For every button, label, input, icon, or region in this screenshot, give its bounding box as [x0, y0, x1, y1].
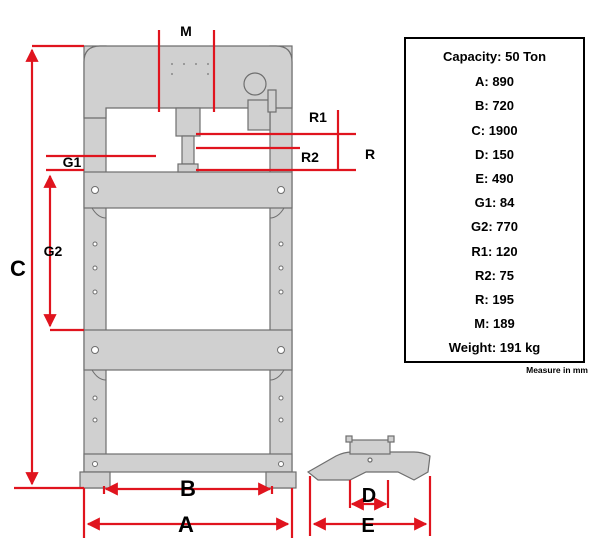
label-g1: G1	[63, 154, 82, 170]
label-d: D	[362, 485, 376, 507]
spec-g1: G1: 84	[474, 195, 515, 210]
spec-g2: G2: 770	[471, 219, 518, 234]
label-m: M	[180, 23, 192, 39]
spec-r1: R1: 120	[471, 244, 518, 259]
spec-e: E: 490	[475, 171, 514, 186]
right-foot	[265, 471, 297, 489]
lower-bed	[83, 329, 293, 371]
label-b: B	[180, 476, 196, 501]
spec-c: C: 1900	[471, 123, 518, 138]
spec-weight: Weight: 191 kg	[448, 340, 541, 355]
spec-a: A: 890	[474, 74, 515, 89]
head-dots	[171, 63, 209, 75]
left-foot	[79, 471, 111, 489]
top-head	[83, 45, 293, 119]
ram-piston	[181, 135, 195, 165]
pump-handle	[267, 89, 277, 113]
measure-note: Measure in mm	[526, 365, 588, 375]
label-a: A	[178, 512, 194, 537]
label-r2: R2	[301, 149, 319, 165]
spec-m: M: 189	[474, 316, 515, 331]
label-e: E	[361, 515, 374, 537]
spec-d: D: 150	[474, 147, 515, 162]
pump-unit	[247, 99, 271, 131]
spec-r: R: 195	[474, 292, 515, 307]
label-c: C	[10, 256, 26, 281]
ram-cylinder	[175, 107, 201, 137]
ram-head	[177, 163, 199, 173]
base-beam	[83, 453, 293, 473]
press-frame	[79, 45, 297, 489]
spec-b: B: 720	[474, 98, 515, 113]
dimension-lines	[14, 30, 432, 538]
spec-table: Capacity: 50 Ton A: 890 B: 720 C: 1900 D…	[404, 37, 585, 363]
label-r: R	[365, 146, 375, 162]
spec-r2: R2: 75	[474, 268, 515, 283]
label-r1: R1	[309, 109, 327, 125]
dimension-labels: M R1 R2 R G1 G2 C B A D E	[10, 23, 376, 537]
upper-bed	[83, 171, 293, 209]
label-g2: G2	[44, 243, 63, 259]
base-plate-detail	[306, 435, 431, 481]
frame-details	[91, 186, 285, 467]
spec-capacity: Capacity: 50 Ton	[442, 49, 547, 64]
pressure-gauge-icon	[243, 72, 267, 96]
